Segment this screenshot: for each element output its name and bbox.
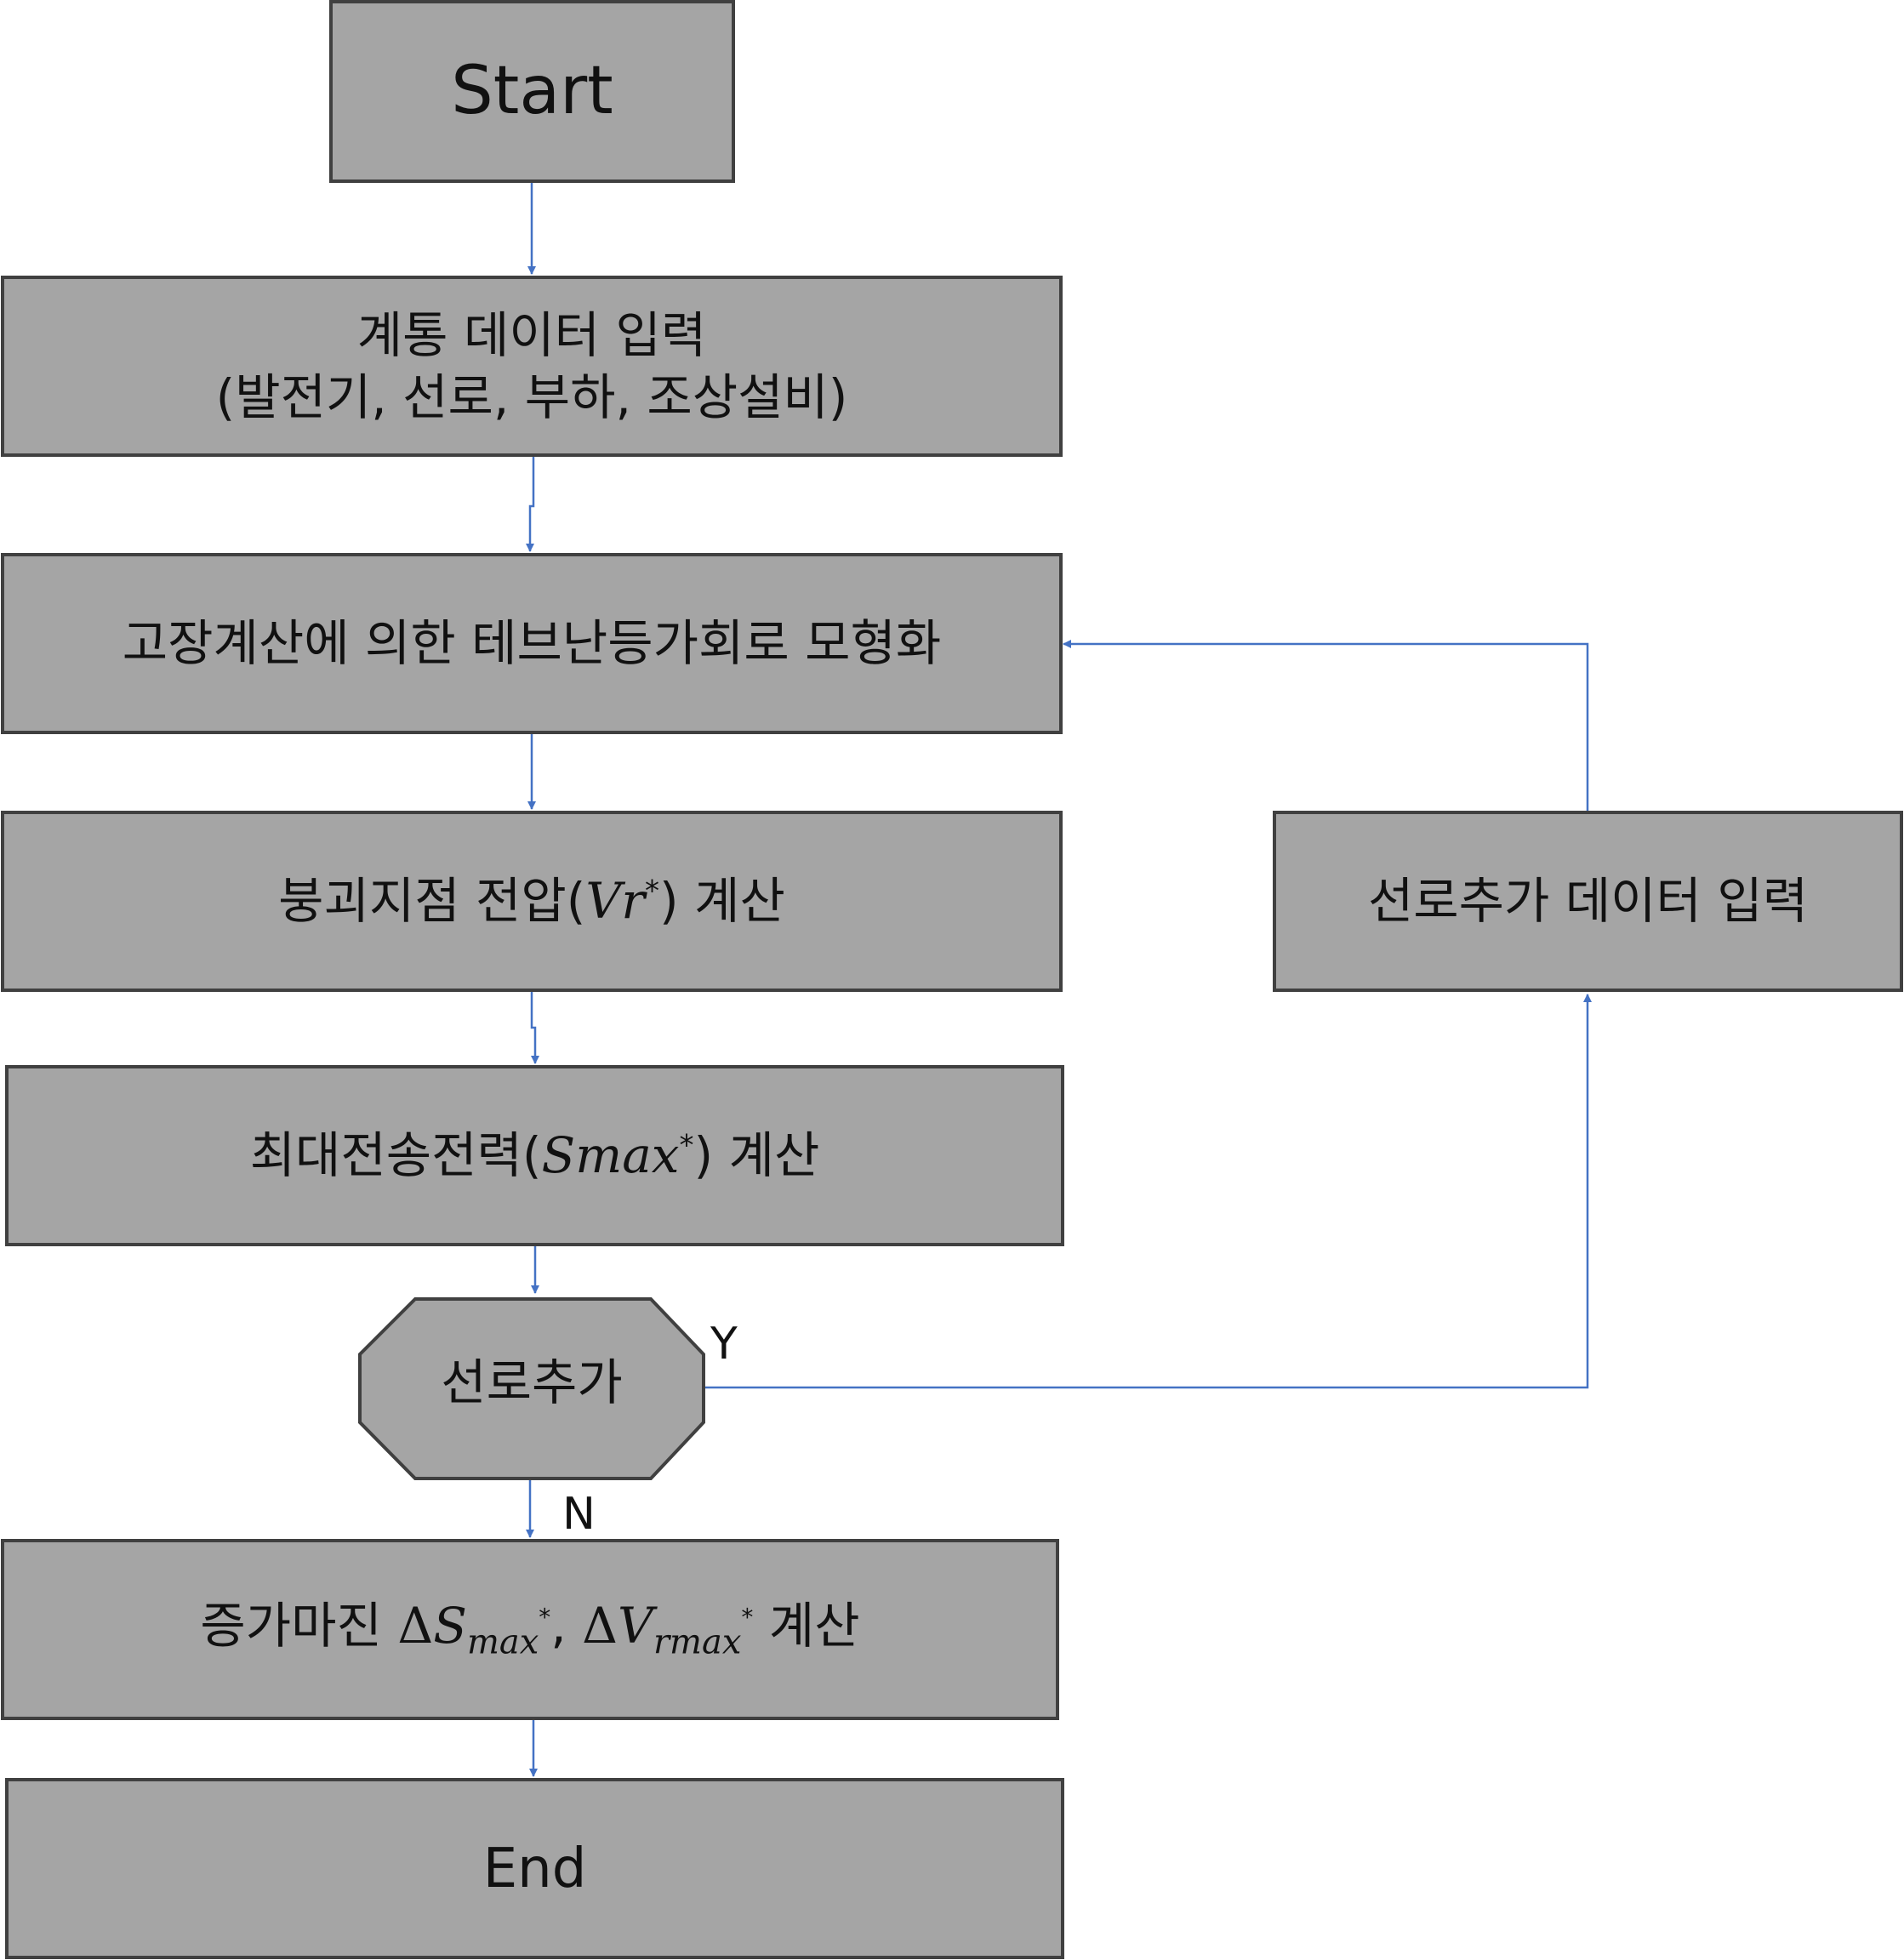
collapse-var: Vr: [585, 872, 646, 931]
arrow-group: [526, 181, 1592, 1777]
yes-branch-label: Y: [710, 1319, 738, 1370]
arrow-input-to-thevenin: [526, 457, 535, 552]
max-transfer-power-node: 최대전송전력(Smax*) 계산: [5, 1065, 1064, 1246]
margin-s: S: [433, 1597, 467, 1655]
end-label: End: [482, 1837, 587, 1900]
input-line-2: (발전기, 선로, 부하, 조상설비): [215, 368, 848, 426]
margin-comma: ,: [550, 1597, 583, 1655]
margin-prefix: 증가마진: [200, 1597, 398, 1655]
arrow-line-add-to-thevenin: [1063, 640, 1589, 811]
no-branch-label: N: [562, 1489, 596, 1540]
increase-margin-label: 증가마진 ΔSmax*, ΔVrmax* 계산: [200, 1595, 859, 1664]
start-label: Start: [451, 52, 613, 129]
end-node: End: [5, 1778, 1064, 1959]
maxpower-suffix: ) 계산: [693, 1126, 820, 1185]
line-add-input-label: 선로추가 데이터 입력: [1367, 872, 1809, 931]
margin-s-sub: max: [466, 1622, 539, 1662]
line-add-input-node: 선로추가 데이터 입력: [1273, 811, 1903, 992]
decision-label: 선로추가: [441, 1353, 623, 1411]
margin-v-sup: *: [741, 1603, 754, 1632]
input-system-data-node: 계통 데이터 입력 (발전기, 선로, 부하, 조상설비): [1, 276, 1063, 457]
collapse-voltage-node: 붕괴지점 전압(Vr*) 계산: [1, 811, 1063, 992]
increase-margin-node: 증가마진 ΔSmax*, ΔVrmax* 계산: [1, 1539, 1059, 1720]
input-system-data-label: 계통 데이터 입력 (발전기, 선로, 부하, 조상설비): [216, 305, 848, 428]
decision-octagon: [358, 1297, 705, 1480]
arrow-collapse-to-maxpower: [530, 991, 539, 1064]
thevenin-model-label: 고장계산에 의한 테브난등가회로 모형화: [122, 614, 942, 673]
margin-v: V: [618, 1597, 653, 1655]
maxpower-var: Smax: [541, 1126, 680, 1185]
maxpower-sup: *: [679, 1128, 694, 1163]
margin-v-sub: rmax: [653, 1622, 742, 1662]
margin-delta-v: Δ: [582, 1597, 619, 1655]
max-transfer-power-label: 최대전송전력(Smax*) 계산: [250, 1125, 820, 1187]
collapse-voltage-label: 붕괴지점 전압(Vr*) 계산: [278, 870, 785, 932]
margin-s-sup: *: [539, 1603, 551, 1632]
margin-suffix: 계산: [753, 1597, 860, 1655]
collapse-prefix: 붕괴지점 전압(: [278, 872, 586, 931]
maxpower-prefix: 최대전송전력(: [249, 1126, 542, 1185]
start-node: Start: [329, 0, 735, 183]
input-line-1: 계통 데이터 입력: [356, 306, 707, 364]
collapse-sup: *: [645, 874, 660, 909]
thevenin-model-node: 고장계산에 의한 테브난등가회로 모형화: [1, 553, 1063, 734]
arrow-decision-yes-to-line-add: [704, 994, 1592, 1389]
collapse-suffix: ) 계산: [659, 872, 785, 931]
margin-delta-s: Δ: [397, 1597, 434, 1655]
